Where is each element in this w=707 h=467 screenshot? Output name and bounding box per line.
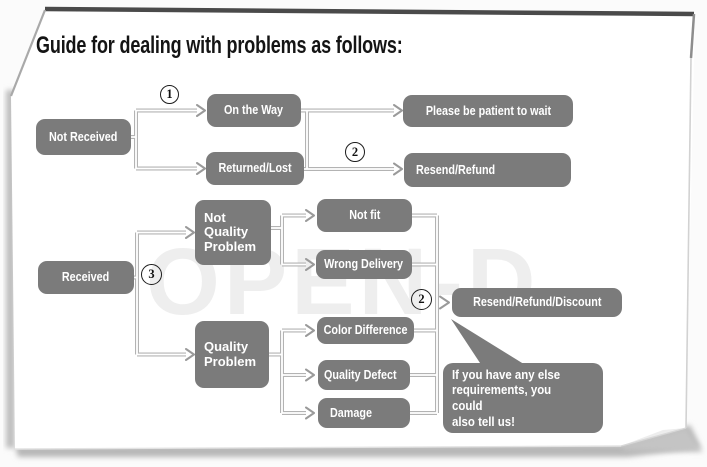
node-label: Quality Problem bbox=[204, 338, 257, 369]
node-returned-lost: Returned/Lost bbox=[206, 152, 304, 185]
page-edge-top bbox=[44, 6, 695, 17]
step-badge-2-bottom: 2 bbox=[411, 289, 432, 310]
page-title: Guide for dealing with problems as follo… bbox=[36, 32, 403, 59]
node-label: Damage bbox=[330, 404, 372, 420]
page-edge-right bbox=[685, 57, 692, 429]
node-label: Not Received bbox=[49, 128, 118, 144]
node-label: Color Difference bbox=[323, 322, 408, 338]
arrowheads bbox=[185, 104, 450, 420]
page-shadow-left bbox=[6, 90, 15, 448]
note-bubble: If you have any else requirements, you c… bbox=[443, 363, 603, 433]
node-label: Please be patient to wait bbox=[425, 102, 551, 118]
node-received: Received bbox=[38, 261, 134, 294]
node-not-fit: Not fit bbox=[317, 199, 412, 232]
page-shadow-corner bbox=[621, 428, 703, 452]
node-label: Wrong Delivery bbox=[324, 256, 404, 272]
node-damage: Damage bbox=[318, 398, 410, 428]
page-shadow-bottom bbox=[15, 425, 701, 457]
node-label: Received bbox=[62, 269, 110, 285]
node-label: Returned/Lost bbox=[218, 160, 292, 176]
page-edge-topright bbox=[689, 13, 696, 59]
node-not-quality-problem: Not Quality Problem bbox=[195, 200, 271, 265]
node-please-be-patient: Please be patient to wait bbox=[403, 95, 573, 127]
page-fold-crease bbox=[620, 427, 687, 447]
node-label: Resend/Refund/Discount bbox=[472, 294, 602, 310]
node-label: Not fit bbox=[348, 207, 381, 223]
node-label: Resend/Refund bbox=[416, 161, 496, 177]
note-bubble-text: If you have any else requirements, you c… bbox=[452, 366, 561, 429]
step-badge-2-top: 2 bbox=[345, 142, 365, 162]
bubble-tail bbox=[451, 319, 527, 366]
node-label: On the Way bbox=[224, 102, 284, 118]
node-quality-problem: Quality Problem bbox=[195, 321, 269, 388]
node-resend-refund-discount: Resend/Refund/Discount bbox=[452, 288, 622, 317]
page-edge-bottom bbox=[14, 445, 622, 450]
step-badge-1: 1 bbox=[160, 85, 179, 104]
connector-inner-strokes bbox=[131, 109, 438, 414]
node-on-the-way: On the Way bbox=[207, 94, 301, 127]
node-wrong-delivery: Wrong Delivery bbox=[316, 250, 412, 279]
node-color-difference: Color Difference bbox=[317, 317, 414, 344]
node-label: Not Quality Problem bbox=[204, 209, 257, 254]
page-fold-topleft bbox=[9, 9, 47, 97]
node-label: Quality Defect bbox=[324, 366, 397, 382]
node-quality-defect: Quality Defect bbox=[318, 360, 410, 390]
node-resend-refund: Resend/Refund bbox=[404, 153, 571, 187]
step-badge-3: 3 bbox=[141, 264, 162, 285]
node-not-received: Not Received bbox=[36, 119, 131, 155]
